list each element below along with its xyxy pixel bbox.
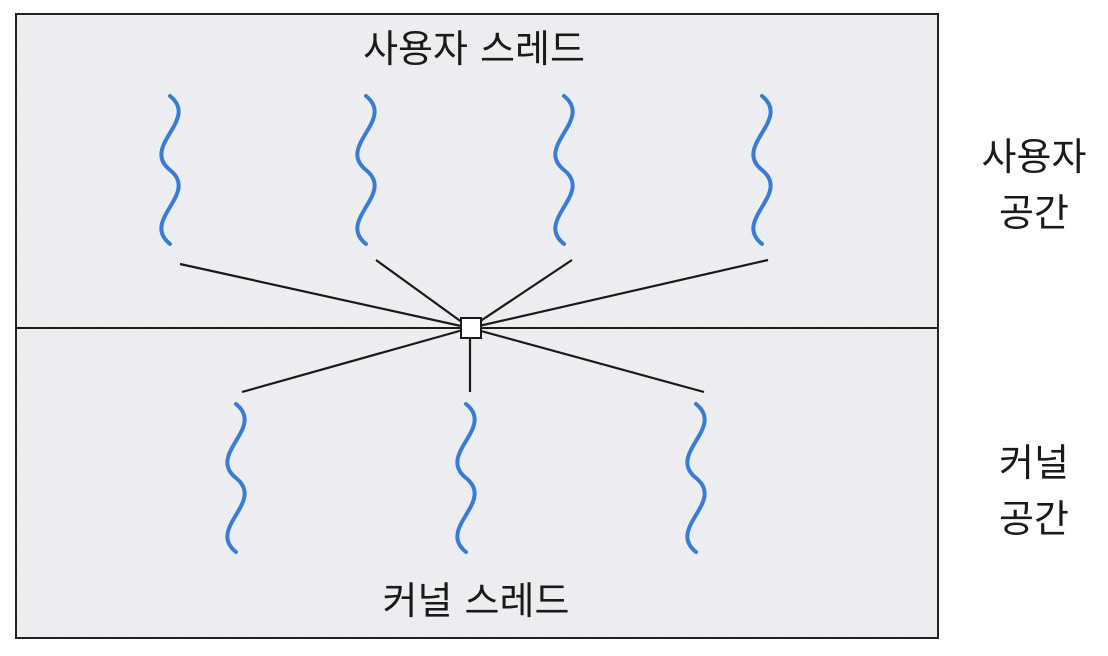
wavy-thread-icon — [685, 402, 707, 554]
wavy-thread-icon — [751, 94, 773, 246]
connection-user-4 — [469, 258, 769, 330]
wavy-thread-icon — [225, 402, 247, 554]
connection-user-2 — [375, 259, 471, 329]
wavy-thread-icon — [553, 94, 575, 246]
connection-user-3 — [469, 259, 573, 329]
wavy-thread-icon — [355, 94, 377, 246]
user-threads — [159, 94, 773, 246]
user-space-label-line1: 사용자 — [982, 135, 1087, 179]
user-thread-connections — [179, 258, 769, 330]
kernel-space-label-line1: 커널 — [999, 441, 1069, 485]
kernel-space-label-line2: 공간 — [999, 497, 1069, 541]
connection-kernel-1 — [241, 326, 471, 394]
user-threads-title: 사용자 스레드 — [363, 27, 585, 71]
kernel-threads — [225, 402, 707, 554]
connection-kernel-3 — [469, 326, 705, 394]
wavy-thread-icon — [455, 402, 477, 554]
kernel-threads-title: 커널 스레드 — [383, 579, 570, 623]
wavy-thread-icon — [159, 94, 181, 246]
square-node-icon — [460, 317, 482, 339]
user-space-label-line2: 공간 — [999, 191, 1069, 235]
connection-user-1 — [179, 262, 471, 330]
